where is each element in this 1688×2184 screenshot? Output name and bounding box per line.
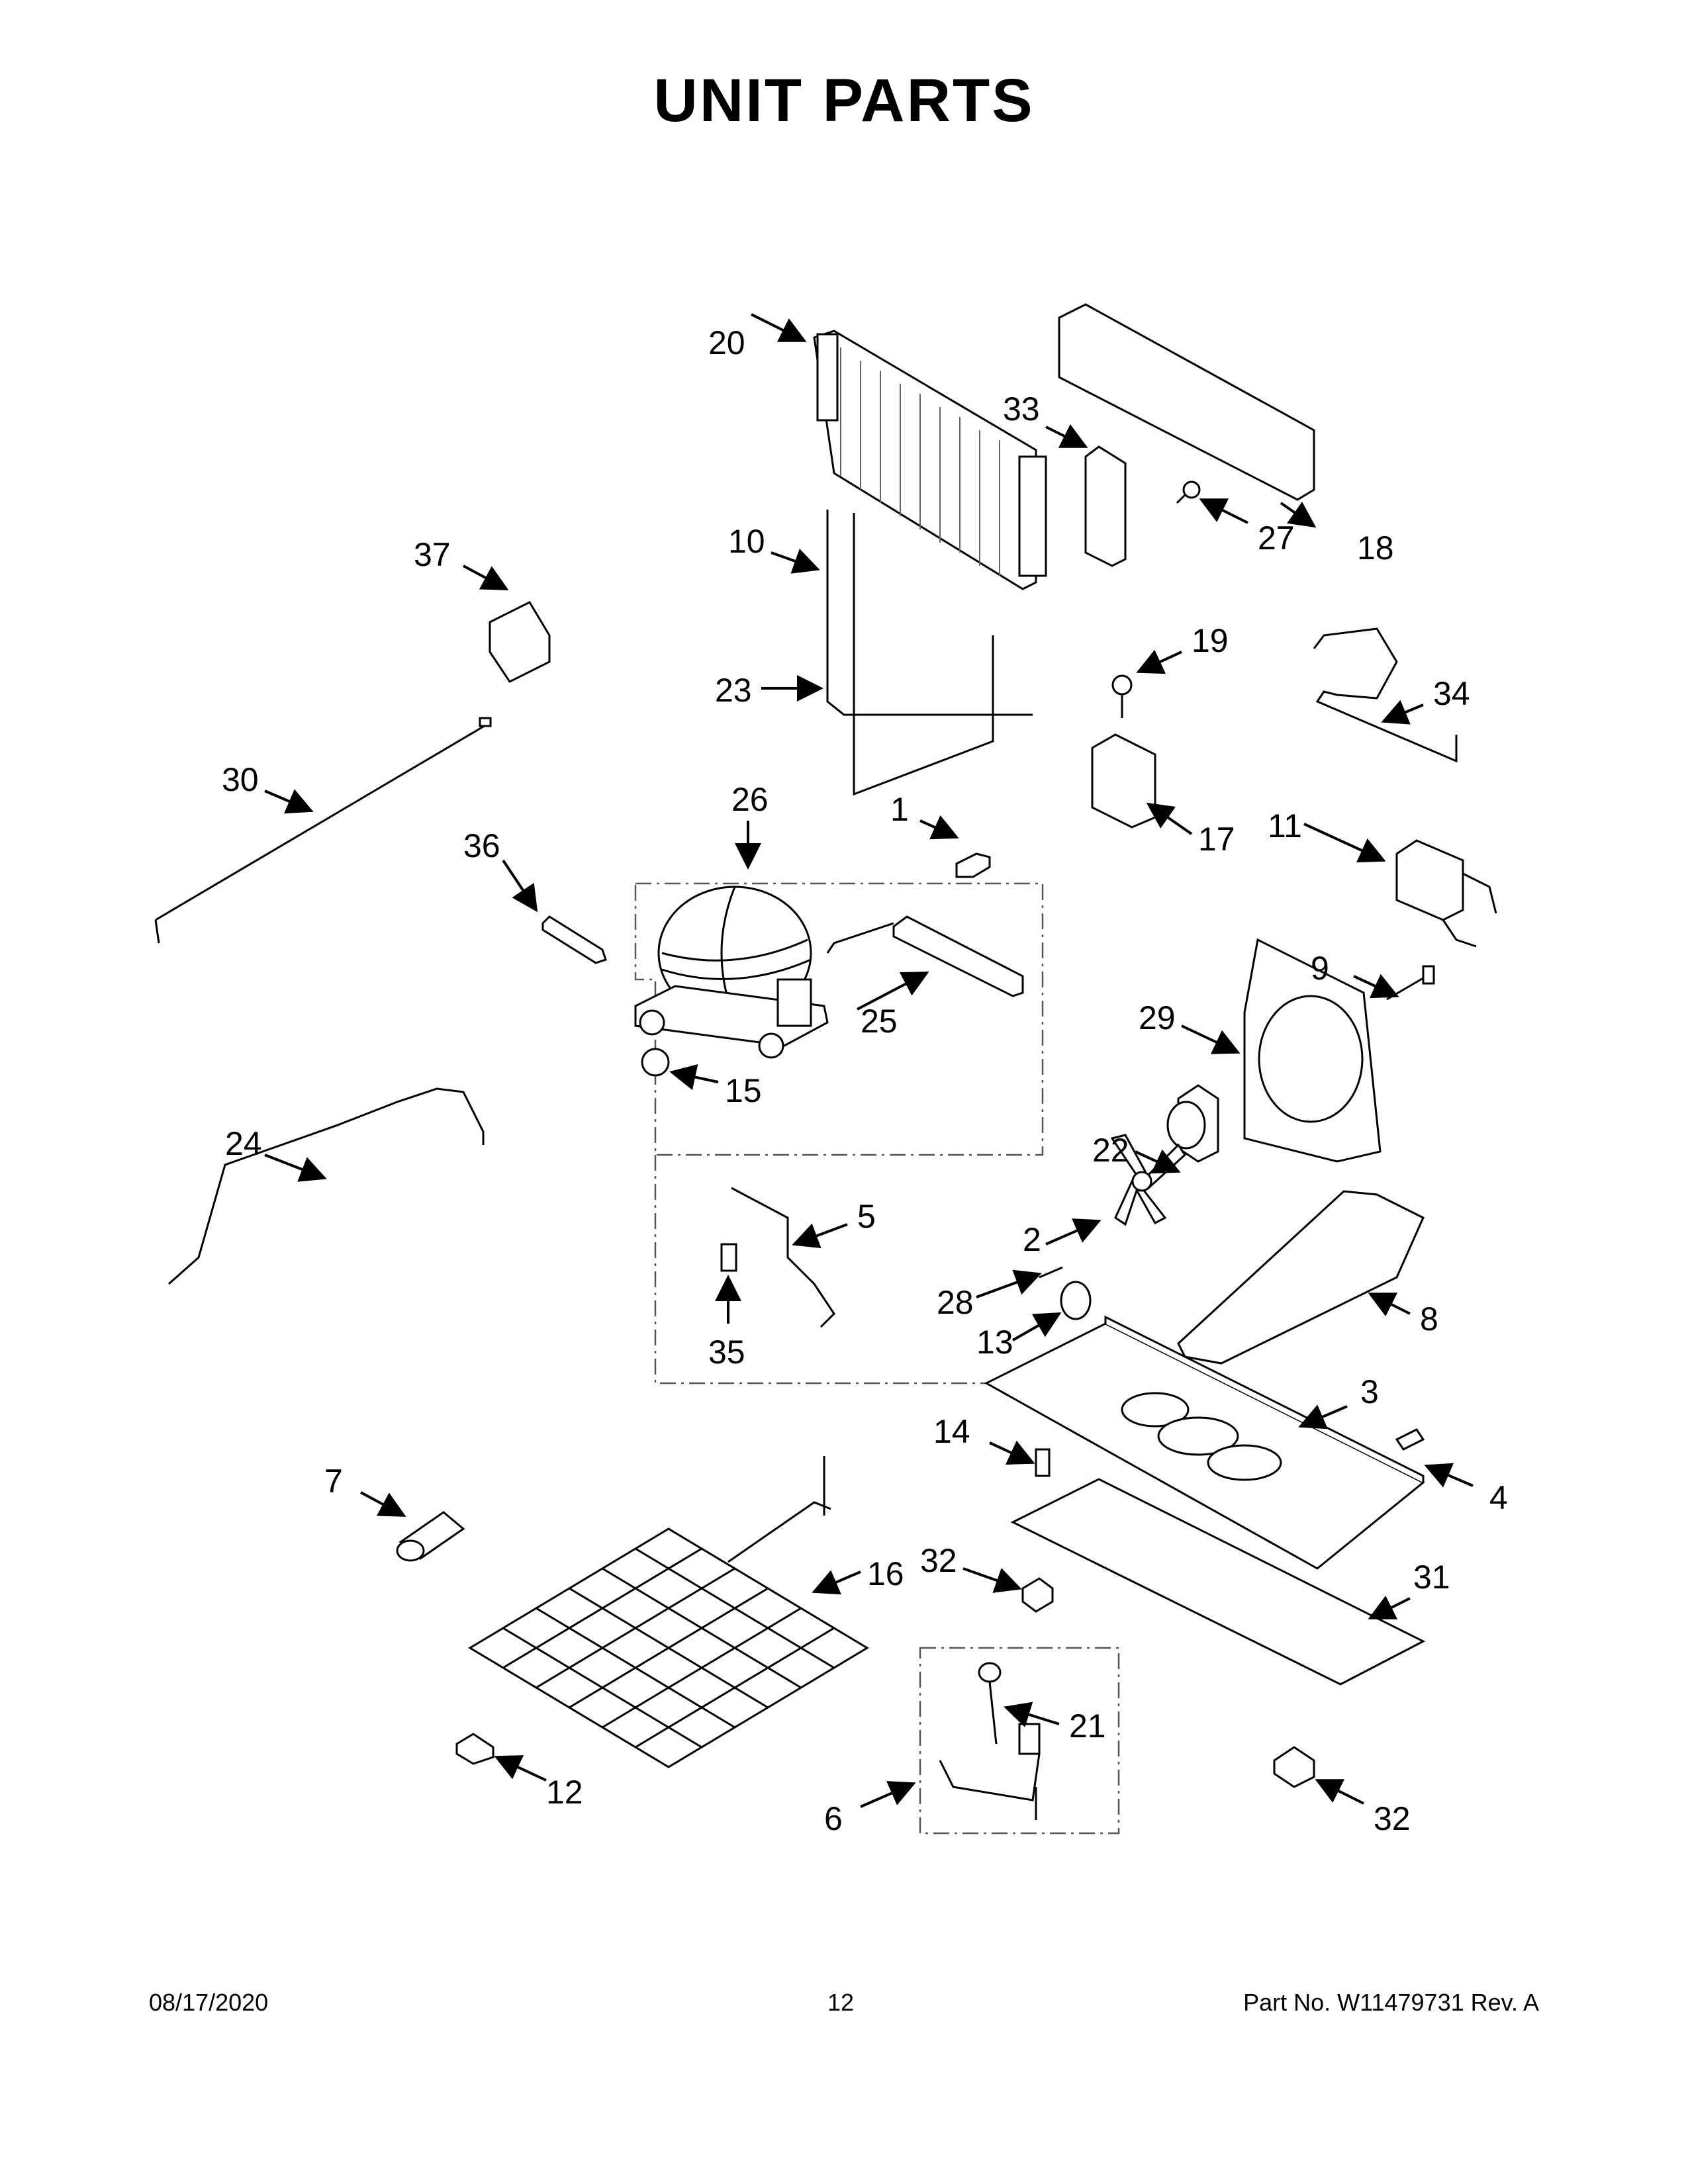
callout-label: 26 bbox=[731, 781, 769, 818]
evaporator-coil-part bbox=[468, 1456, 869, 1768]
fan-motor-part bbox=[1166, 1084, 1219, 1163]
callout-label: 5 bbox=[857, 1198, 876, 1235]
footer-page-number: 12 bbox=[827, 1989, 855, 2016]
compressor-part bbox=[634, 886, 829, 1059]
relay-11-part bbox=[1395, 839, 1497, 948]
screw-19-part bbox=[1111, 674, 1133, 718]
drain-pan-part bbox=[1177, 1190, 1425, 1365]
bracket-17-part bbox=[1091, 733, 1156, 829]
tube-assembly-34-part bbox=[1313, 627, 1458, 763]
callout-label: 11 bbox=[1268, 807, 1302, 844]
bracket-36-part bbox=[541, 915, 607, 964]
callout-label: 7 bbox=[324, 1463, 343, 1500]
callout-label: 4 bbox=[1489, 1479, 1508, 1516]
callout-label: 9 bbox=[1311, 950, 1329, 987]
screw-4-part bbox=[1395, 1428, 1425, 1451]
callout-label: 15 bbox=[725, 1072, 762, 1109]
callout-label: 6 bbox=[824, 1800, 843, 1837]
callout-label: 33 bbox=[1003, 390, 1040, 428]
callout-label: 28 bbox=[937, 1284, 974, 1321]
callout-label: 32 bbox=[1374, 1800, 1411, 1837]
thermistor-assembly-part bbox=[939, 1662, 1041, 1820]
page-title: UNIT PARTS bbox=[653, 67, 1035, 134]
clip-12-part bbox=[455, 1733, 494, 1765]
callout-label: 31 bbox=[1413, 1559, 1450, 1596]
callout-label: 18 bbox=[1357, 529, 1394, 567]
screw-27-part bbox=[1176, 480, 1201, 504]
callout-label: 36 bbox=[463, 827, 500, 864]
callout-label: 25 bbox=[861, 1003, 898, 1040]
wire-harness-30-part bbox=[154, 717, 492, 944]
fan-shroud-part bbox=[1243, 938, 1382, 1163]
callout-leaders bbox=[264, 313, 1474, 1808]
callout-label: 35 bbox=[708, 1334, 745, 1371]
insulation-sheet-part bbox=[1010, 1478, 1426, 1686]
condenser-cover-part bbox=[1058, 303, 1315, 501]
screw-35-part bbox=[720, 1243, 737, 1272]
control-board-part bbox=[489, 601, 551, 683]
pin-28-part bbox=[1039, 1266, 1063, 1279]
compressor-assembly-boundary bbox=[634, 882, 1086, 1385]
callout-label: 29 bbox=[1139, 999, 1176, 1036]
callout-label: 30 bbox=[222, 761, 259, 798]
base-plate-part bbox=[984, 1315, 1425, 1570]
callout-label: 12 bbox=[546, 1774, 583, 1811]
callout-label: 20 bbox=[708, 324, 745, 361]
valve-1-part bbox=[955, 852, 991, 878]
callout-label: 27 bbox=[1258, 520, 1295, 557]
condenser-part bbox=[813, 330, 1047, 796]
callout-label: 23 bbox=[715, 672, 752, 709]
callout-label: 37 bbox=[414, 536, 451, 573]
callout-label: 3 bbox=[1360, 1373, 1379, 1410]
foot-32-lower-part bbox=[1273, 1746, 1315, 1788]
tube-10-part bbox=[826, 510, 1033, 716]
footer-part-number: Part No. W11479731 Rev. A bbox=[1243, 1989, 1539, 2016]
thermistor-assembly-boundary bbox=[919, 1647, 1120, 1835]
callout-label: 17 bbox=[1198, 821, 1235, 858]
callout-label: 22 bbox=[1092, 1132, 1129, 1169]
callout-label: 16 bbox=[867, 1555, 904, 1592]
filter-drier-part bbox=[826, 915, 1024, 997]
grommet-13-part bbox=[1060, 1281, 1092, 1320]
callout-label: 19 bbox=[1192, 622, 1229, 659]
callout-label: 34 bbox=[1433, 675, 1470, 712]
callout-label: 24 bbox=[225, 1125, 262, 1162]
grommet-15-part bbox=[641, 1048, 670, 1077]
callout-label: 10 bbox=[728, 523, 765, 560]
callout-label: 8 bbox=[1420, 1300, 1438, 1338]
callout-label: 21 bbox=[1069, 1707, 1106, 1745]
wiring-harness-24-part bbox=[168, 1087, 485, 1285]
screw-14-part bbox=[1035, 1448, 1051, 1477]
callout-labels: 20 33 18 27 37 10 23 19 34 30 26 1 17 11… bbox=[222, 324, 1508, 1837]
callout-label: 14 bbox=[933, 1413, 970, 1450]
foam-block-part bbox=[1084, 445, 1127, 567]
callout-label: 1 bbox=[890, 791, 909, 828]
foam-tube-part bbox=[396, 1511, 465, 1562]
footer-date: 08/17/2020 bbox=[149, 1989, 269, 2016]
foot-32-upper-part bbox=[1021, 1577, 1054, 1613]
callout-label: 2 bbox=[1023, 1221, 1041, 1258]
callout-label: 32 bbox=[920, 1542, 957, 1579]
callout-label: 13 bbox=[976, 1324, 1013, 1361]
tube-5-part bbox=[731, 1187, 835, 1328]
